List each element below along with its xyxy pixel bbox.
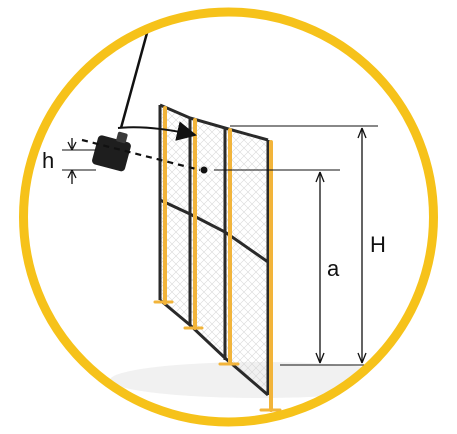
dashed-trajectory (81, 138, 201, 172)
label-H: H (370, 232, 386, 257)
fence-frame (158, 103, 270, 397)
diagram-content: h a H (42, 21, 410, 412)
dimension-h (67, 138, 77, 184)
dimension-a (315, 171, 325, 364)
fence-mesh-panel-3 (225, 128, 268, 395)
reference-lines (62, 125, 380, 366)
label-a: a (327, 256, 340, 281)
fence-mesh-panel-1 (160, 105, 190, 320)
dimension-H (357, 127, 367, 364)
fence-mesh-panel-2 (190, 118, 225, 355)
fence-posts (163, 106, 273, 412)
sensor-head-icon (92, 131, 131, 172)
sensor-cable (119, 21, 152, 129)
yellow-ring (19, 7, 438, 427)
post-feet (153, 300, 282, 412)
label-h: h (42, 148, 54, 173)
target-point (200, 166, 208, 174)
movement-arrow-icon (117, 121, 197, 141)
